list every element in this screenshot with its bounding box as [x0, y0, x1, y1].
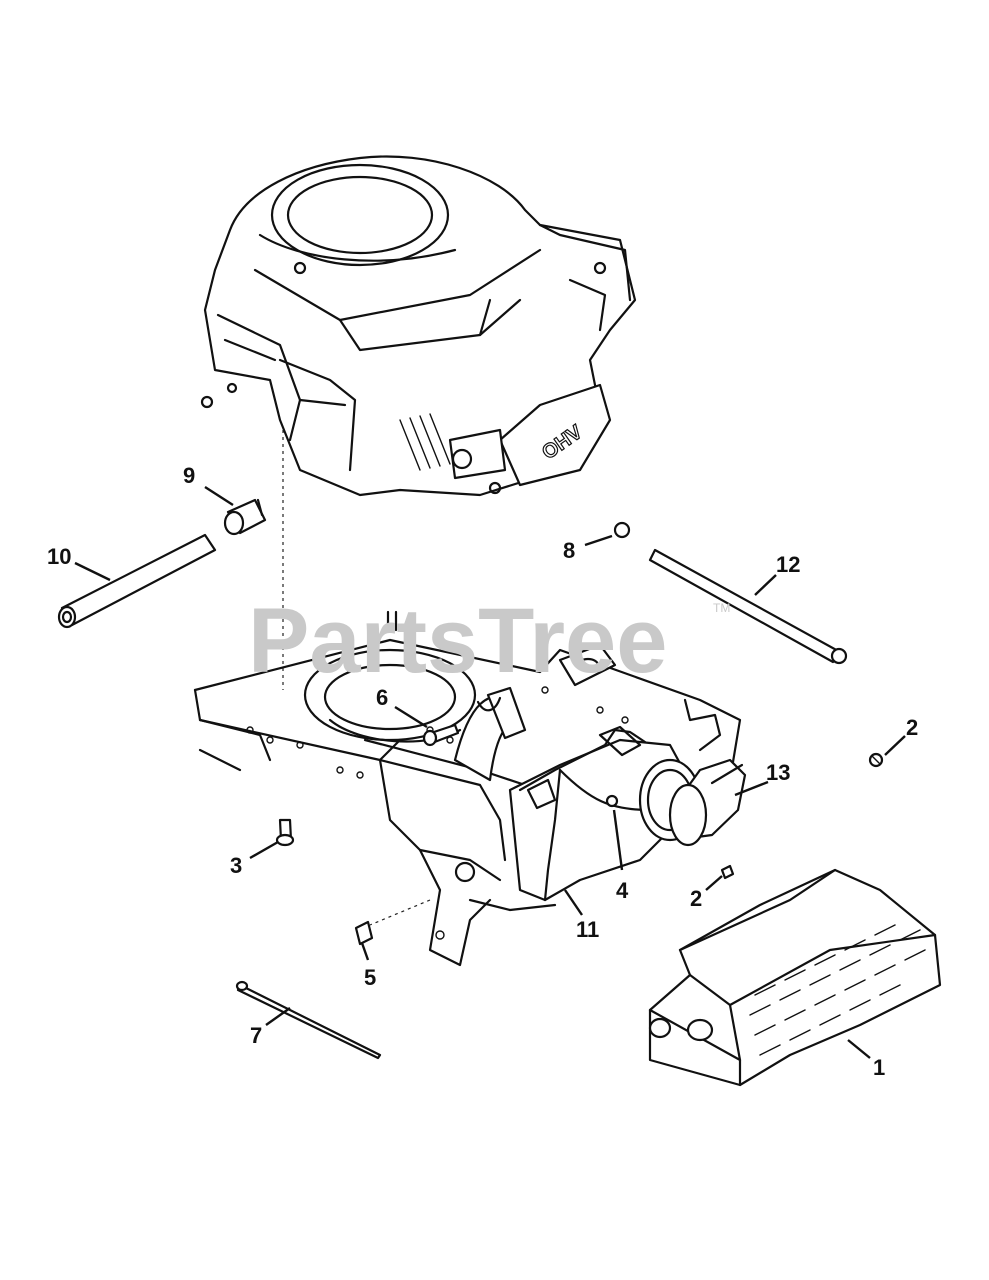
callout-1: 1 — [873, 1055, 885, 1080]
callout-10: 10 — [47, 544, 71, 569]
engine: OHV — [200, 155, 637, 497]
alignment-line-2 — [369, 899, 431, 926]
callouts: 9 10 8 12 6 2 13 3 4 2 11 5 7 1 — [47, 463, 918, 1080]
callout-11: 11 — [576, 917, 599, 942]
part-12-rod — [648, 548, 848, 665]
callout-4: 4 — [616, 878, 629, 903]
callout-3: 3 — [230, 853, 242, 878]
watermark: PartsTree — [248, 590, 667, 692]
callout-5: 5 — [364, 965, 376, 990]
callout-9: 9 — [183, 463, 195, 488]
heat-shield — [648, 868, 942, 1087]
part-2-screw-a — [868, 752, 884, 768]
heat-shield-slots — [749, 924, 926, 1056]
spark-arrestor — [668, 758, 747, 847]
callout-8: 8 — [563, 538, 575, 563]
leader-lines — [74, 485, 906, 1059]
callout-2b: 2 — [690, 886, 702, 911]
part-8-nut — [613, 521, 631, 539]
watermark-trademark: TM — [713, 601, 730, 615]
callout-2a: 2 — [906, 715, 918, 740]
callout-13: 13 — [766, 760, 790, 785]
part-2-screw-b — [720, 864, 735, 880]
part-5-bolt — [354, 920, 374, 946]
part-6-bolt — [422, 723, 460, 747]
part-3-bolt — [275, 818, 295, 847]
part-10-tube — [57, 533, 217, 629]
part-7-cable-tie — [235, 980, 382, 1060]
callout-12: 12 — [776, 552, 800, 577]
exhaust-pipe — [453, 686, 527, 782]
callout-6: 6 — [376, 685, 388, 710]
part-9-fitting — [223, 498, 267, 536]
callout-7: 7 — [250, 1023, 262, 1048]
